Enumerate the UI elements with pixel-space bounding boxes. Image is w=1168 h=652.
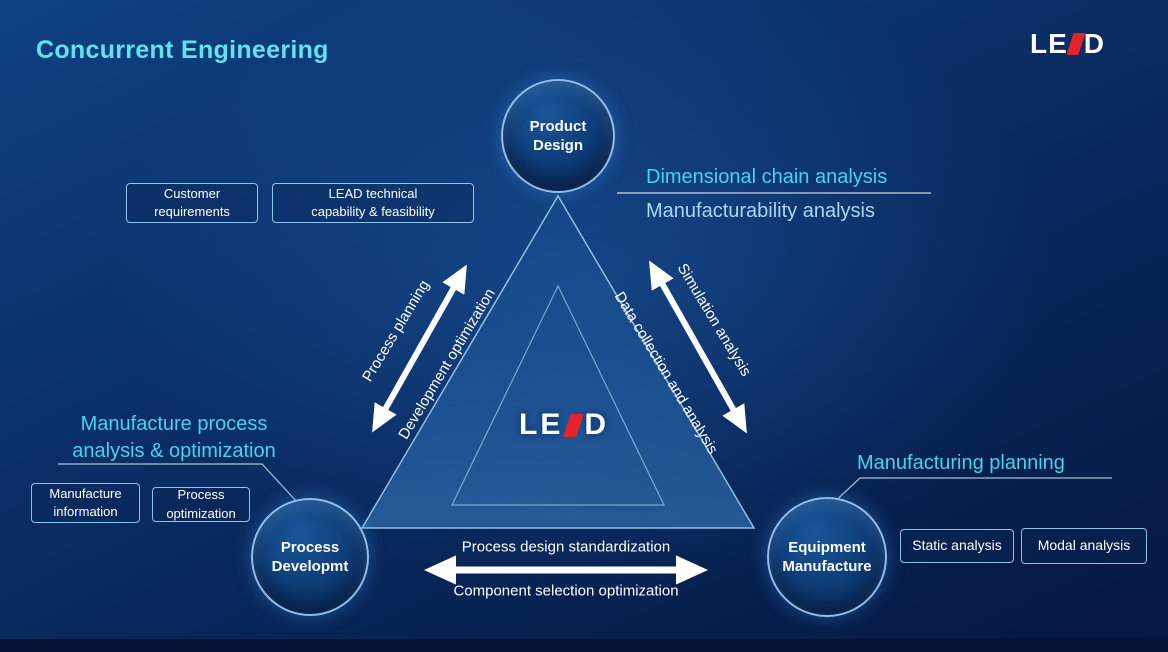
label-component-selection-optimization: Component selection optimization <box>453 582 679 600</box>
node-equipment-manufacture: Equipment Manufacture <box>767 497 887 617</box>
lead-logo: LE D <box>1030 28 1105 60</box>
tag-process-optimization: Process optimization <box>152 487 250 522</box>
logo-text-d: D <box>584 408 610 441</box>
tag-lead-technical-capability: LEAD technical capability & feasibility <box>272 183 474 223</box>
logo-text-d: D <box>1083 28 1106 59</box>
inner-triangle <box>450 284 666 506</box>
callout-manufacturability-analysis: Manufacturability analysis <box>646 200 875 222</box>
process-callout-leader-line <box>58 463 299 504</box>
callout-dimensional-chain-analysis: Dimensional chain analysis <box>646 166 888 188</box>
logo-text-le: LE <box>1030 28 1068 59</box>
outer-triangle <box>360 194 756 529</box>
tag-static-analysis: Static analysis <box>900 529 1014 563</box>
bottom-bar <box>0 639 1168 652</box>
lead-logo-center: LE D <box>519 408 609 442</box>
label-process-design-standardization: Process design standardization <box>461 538 671 556</box>
left-double-arrow <box>372 264 467 433</box>
tag-manufacture-information: Manufacture information <box>31 483 140 523</box>
callout-manufacture-process-analysis: Manufacture process analysis & optimizat… <box>72 413 276 462</box>
planning-callout-leader-line <box>828 477 1112 508</box>
logo-text-le: LE <box>519 408 564 441</box>
logo-a-slash-icon <box>563 413 585 437</box>
callout-manufacturing-planning: Manufacturing planning <box>857 452 1065 474</box>
tag-customer-requirements: Customer requirements <box>126 183 258 223</box>
node-product-design: Product Design <box>501 79 615 193</box>
right-double-arrow <box>649 260 747 434</box>
page-title: Concurrent Engineering <box>36 36 329 64</box>
logo-a-slash-icon <box>1066 33 1086 55</box>
tag-modal-analysis: Modal analysis <box>1021 528 1147 564</box>
node-process-development: Process Developmt <box>251 498 369 616</box>
